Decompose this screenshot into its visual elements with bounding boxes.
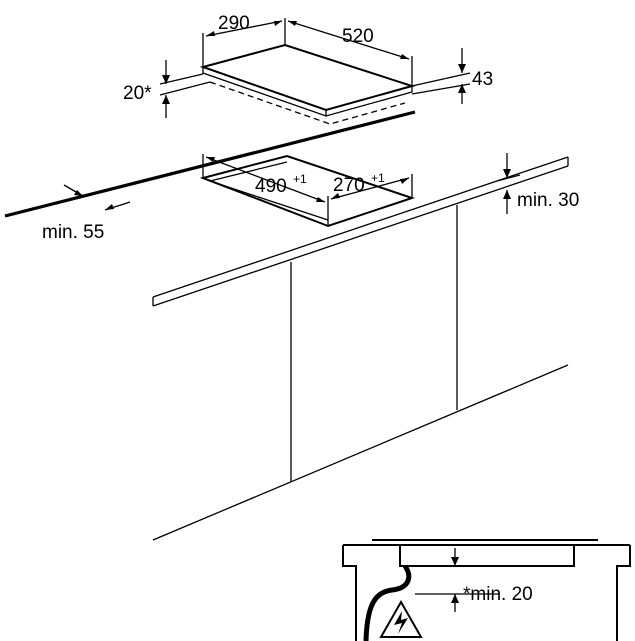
cutout-width-tolerance: +1 [371,171,385,185]
hob-depth-label: 520 [342,26,374,47]
worktop-front-edge [4,110,416,218]
front-clearance-label: min. 55 [42,222,104,243]
worktop-cutout [199,154,416,228]
front-clearance-dimension: min. 55 [42,184,131,243]
hob-unit [199,43,416,125]
hob-height-dimension: 43 [411,48,493,104]
rear-clearance-dimension: min. 30 [496,153,579,214]
hob-height-label: 43 [472,69,493,90]
lightning-bolt-icon [394,611,408,634]
rear-clearance-label: min. 30 [517,190,579,211]
cutout-width-dimension: 270 +1 [330,171,413,200]
cutout-width-label: 270 [333,175,365,196]
hob-width-label: 290 [218,13,250,34]
cutout-depth-dimension: 490 +1 [202,154,329,226]
installation-detail-view: *min. 20 [342,539,631,641]
cutout-depth-tolerance: +1 [293,172,307,186]
hob-offset-label: 20* [123,83,152,104]
hob-width-dimension: 290 [202,13,286,67]
power-cable [363,564,412,641]
cutout-depth-label: 490 [255,176,287,197]
hob-depth-dimension: 520 [287,20,413,86]
below-clearance-label: *min. 20 [463,584,533,605]
kitchen-cabinet [152,156,569,541]
hob-offset-dimension: 20* [123,60,211,118]
